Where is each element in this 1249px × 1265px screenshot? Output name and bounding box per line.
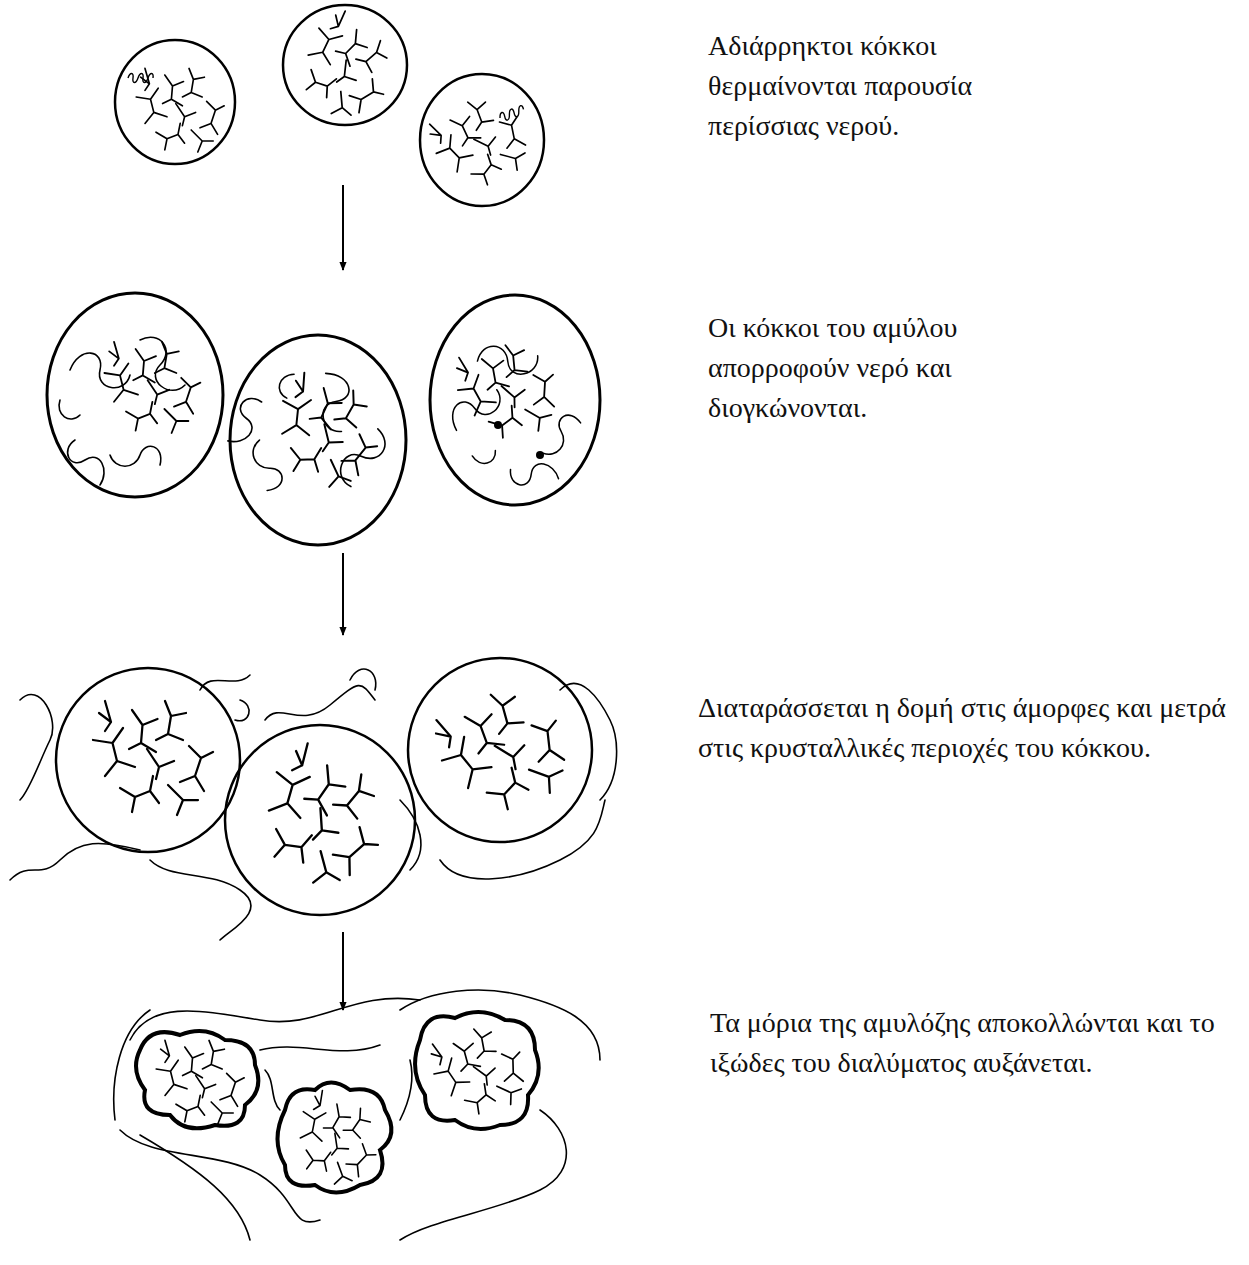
drawing-stroke <box>120 1130 320 1222</box>
drawing-stroke <box>265 1070 280 1110</box>
drawing-stroke <box>140 1135 250 1240</box>
drawing-stroke <box>260 1045 380 1051</box>
intact-granules <box>115 5 544 206</box>
disrupted-granules <box>10 658 617 940</box>
drawing-stroke <box>214 352 396 521</box>
stage-caption: Αδιάρρηκτοι κόκκοι θερμαίνονται παρουσία… <box>708 26 1038 146</box>
drawing-stroke <box>400 990 600 1060</box>
stage-caption: Διαταράσσεται η δομή στις άμορφες και με… <box>698 688 1233 768</box>
drawing-stroke <box>136 1031 258 1128</box>
step-arrow <box>342 932 344 1010</box>
drawing-stroke <box>426 674 583 828</box>
drawing-stroke <box>235 700 249 721</box>
drawing-stroke <box>498 105 525 122</box>
drawing-stroke <box>450 335 566 448</box>
gelatinized-granules <box>114 990 600 1240</box>
drawing-stroke <box>20 695 53 800</box>
drawing-stroke <box>56 668 240 852</box>
drawing-stroke <box>426 327 610 509</box>
drawing-stroke <box>281 1087 391 1195</box>
drawing-stroke <box>261 369 393 497</box>
drawing-stroke <box>278 1083 392 1193</box>
drawing-stroke <box>424 1017 535 1126</box>
drawing-stroke <box>415 1012 539 1129</box>
swollen-granules <box>47 293 610 545</box>
drawing-stroke <box>422 85 540 201</box>
drawing-stroke <box>400 800 421 870</box>
step-arrow <box>342 553 344 635</box>
drawing-stroke <box>156 1040 244 1124</box>
drawing-stroke <box>200 675 250 690</box>
drawing-stroke <box>230 335 406 545</box>
drawing-stroke <box>408 658 592 842</box>
drawing-stroke <box>104 342 200 433</box>
drawing-stroke <box>282 5 409 131</box>
drawing-stroke <box>494 421 502 429</box>
drawing-stroke <box>115 40 235 164</box>
drawing-stroke <box>430 295 600 505</box>
drawing-stroke <box>536 451 544 459</box>
drawing-stroke <box>114 990 600 1240</box>
drawing-stroke <box>128 74 153 83</box>
stage-caption: Οι κόκκοι του αμύλου απορροφούν νερό και… <box>708 308 1018 428</box>
drawing-stroke <box>420 74 544 206</box>
drawing-stroke <box>265 686 375 720</box>
drawing-stroke <box>225 725 415 915</box>
stage-caption: Τα μόρια της αμυλόζης αποκολλώνται και τ… <box>710 1003 1235 1083</box>
step-arrow <box>342 185 344 270</box>
drawing-stroke <box>350 669 376 690</box>
drawing-stroke <box>93 701 213 815</box>
drawing-stroke <box>560 683 617 800</box>
drawing-stroke <box>150 860 251 940</box>
drawing-stroke <box>400 1060 412 1120</box>
drawing-stroke <box>238 737 404 901</box>
drawing-stroke <box>47 293 223 497</box>
drawing-stroke <box>136 68 224 152</box>
